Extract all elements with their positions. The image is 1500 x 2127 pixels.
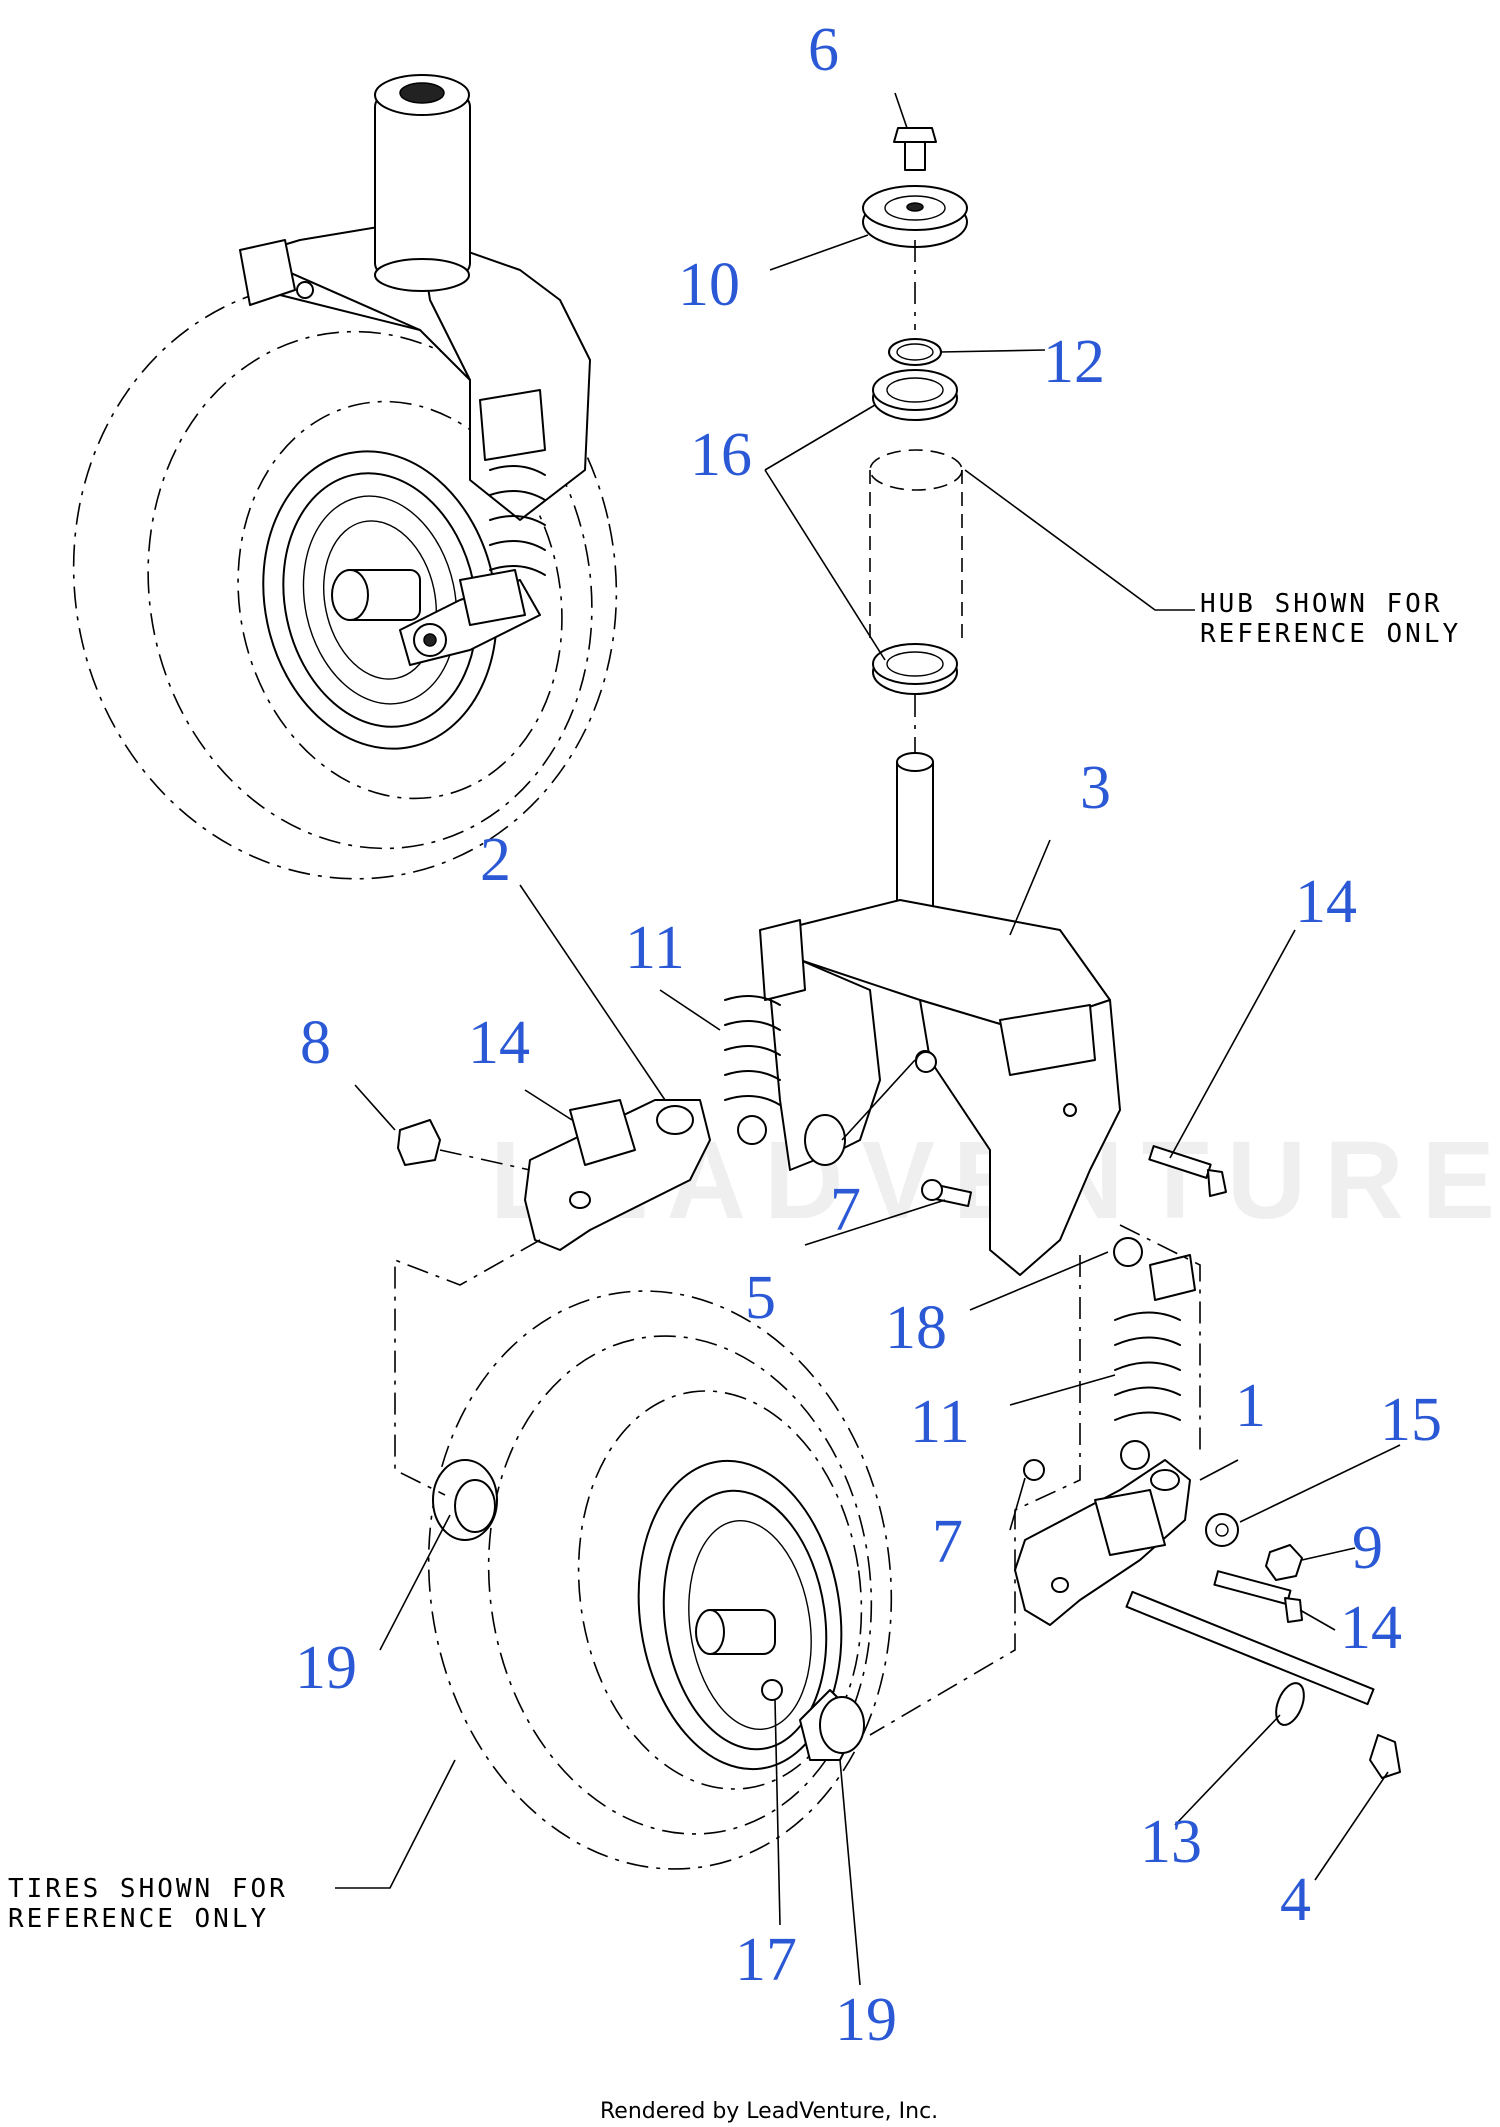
hub-note-line-2: REFERENCE ONLY: [1200, 619, 1461, 649]
label-3: 3: [1080, 754, 1111, 822]
part-number-labels: 6 10 12 16 3 2 14 11 8 14 7 5 18 1 15 11…: [295, 16, 1442, 2054]
label-9: 9: [1352, 1514, 1383, 1582]
label-10: 10: [678, 251, 740, 319]
label-15: 15: [1380, 1386, 1442, 1454]
assembled-caster-reference: [72, 74, 618, 880]
label-7-lower: 7: [932, 1508, 963, 1576]
assembly-guide-lines: [394, 1224, 1201, 1736]
top-stack-parts: [862, 127, 968, 760]
label-14-top: 14: [1295, 868, 1357, 936]
footer-credit: Rendered by LeadVenture, Inc.: [600, 2099, 938, 2124]
label-14-lower: 14: [1340, 1594, 1402, 1662]
label-18: 18: [885, 1294, 947, 1362]
caster-fork: [724, 752, 1121, 1276]
label-2: 2: [480, 826, 511, 894]
label-6: 6: [808, 16, 839, 84]
lower-wheel-reference: [427, 1290, 893, 1870]
tire-note-line-1: TIRES SHOWN FOR: [8, 1874, 288, 1904]
label-12: 12: [1043, 328, 1105, 396]
label-11-top: 11: [625, 914, 685, 982]
label-19-right: 19: [835, 1986, 897, 2054]
label-13: 13: [1140, 1808, 1202, 1876]
label-11-lower: 11: [910, 1388, 970, 1456]
label-5: 5: [745, 1264, 776, 1332]
label-19-left: 19: [295, 1634, 357, 1702]
label-17: 17: [735, 1926, 797, 1994]
left-arm: [397, 1099, 711, 1251]
label-4: 4: [1280, 1866, 1311, 1934]
label-16: 16: [690, 421, 752, 489]
label-14-left: 14: [468, 1009, 530, 1077]
right-lower-parts: [1014, 1145, 1401, 1779]
label-8: 8: [300, 1009, 331, 1077]
tire-note-line-2: REFERENCE ONLY: [8, 1904, 269, 1934]
leader-lines: [335, 92, 1401, 1986]
hub-note-line-1: HUB SHOWN FOR: [1200, 589, 1443, 619]
label-7-top: 7: [830, 1176, 861, 1244]
label-1: 1: [1235, 1372, 1266, 1440]
